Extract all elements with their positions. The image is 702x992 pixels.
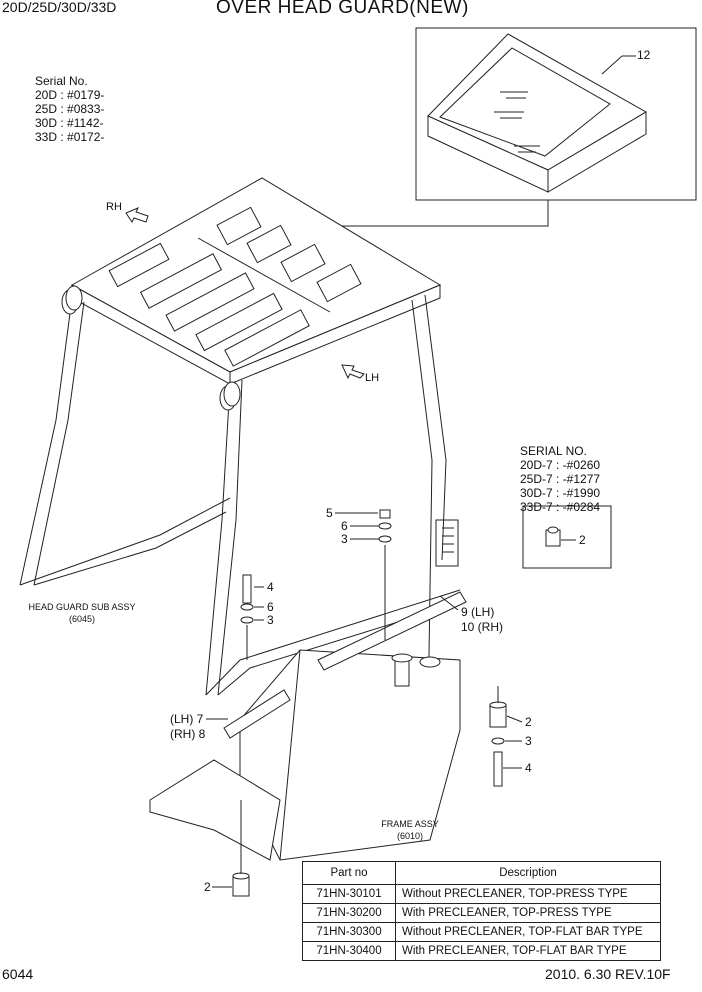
callout-4: 4 <box>267 580 274 594</box>
head-guard-frame <box>19 294 463 721</box>
lh-arrow <box>341 364 365 380</box>
description-cell: Without PRECLEANER, TOP-PRESS TYPE <box>395 884 661 904</box>
leader-lines <box>206 512 576 888</box>
serial-number-right-block: SERIAL NO. 20D-7 : -#0260 25D-7 : -#1277… <box>520 444 600 514</box>
rh-arrow <box>125 207 149 223</box>
frame-assy-drawing <box>149 649 461 861</box>
canopy-roof <box>70 177 442 385</box>
callout-6: 6 <box>267 600 274 614</box>
callout-9-lh: 9 (LH) <box>461 605 495 619</box>
work-lamps <box>61 285 241 411</box>
page-number: 6044 <box>2 966 34 982</box>
description-cell: With PRECLEANER, TOP-PRESS TYPE <box>395 903 661 923</box>
frame-assy-label: FRAME ASSY (6010) <box>370 818 450 842</box>
serial-detail-mount <box>545 526 561 547</box>
description-cell: Without PRECLEANER, TOP-FLAT BAR TYPE <box>395 922 661 942</box>
serial-top-line: 20D : #0179- <box>35 88 105 102</box>
mount-rubber-bottom <box>232 800 250 897</box>
page-title: OVER HEAD GUARD(NEW) <box>216 0 469 18</box>
table-row: 71HN-30300 Without PRECLEANER, TOP-FLAT … <box>302 922 661 942</box>
serial-right-line: 20D-7 : -#0260 <box>520 458 601 472</box>
callout-3: 3 <box>341 532 348 546</box>
rh-direction-label: RH <box>106 201 122 213</box>
table-row: 71HN-30101 Without PRECLEANER, TOP-PRESS… <box>302 884 661 904</box>
hardware-stack-upper <box>378 509 392 640</box>
bracket-7-8 <box>223 689 291 739</box>
description-cell: With PRECLEANER, TOP-FLAT BAR TYPE <box>395 941 661 961</box>
mount-rubber-right <box>489 686 507 787</box>
head-guard-assy-name: HEAD GUARD SUB ASSY <box>28 602 136 612</box>
serial-detail-box <box>522 505 612 569</box>
column-header-description: Description <box>395 861 661 885</box>
head-guard-assy-code: (6045) <box>68 614 95 624</box>
part-number-cell: 71HN-30101 <box>302 884 396 904</box>
frame-assy-code: (6010) <box>396 831 423 841</box>
callout-8-rh: (RH) 8 <box>170 727 206 741</box>
callout-2: 2 <box>204 880 211 894</box>
part-number-cell: 71HN-30200 <box>302 903 396 923</box>
serial-right-line: 25D-7 : -#1277 <box>520 472 601 486</box>
table-row: 71HN-30200 With PRECLEANER, TOP-PRESS TY… <box>302 903 661 923</box>
callout-3: 3 <box>525 734 532 748</box>
precleaner-pad-drawing <box>427 33 647 193</box>
table-header-row: Part no Description <box>302 861 661 885</box>
head-guard-assy-label: HEAD GUARD SUB ASSY (6045) <box>22 601 142 625</box>
callout-4: 4 <box>525 761 532 775</box>
hardware-stack-left <box>240 574 254 660</box>
serial-right-line: 30D-7 : -#1990 <box>520 486 601 500</box>
serial-top-line: 33D : #0172- <box>35 130 105 144</box>
frame-assy-name: FRAME ASSY <box>381 819 439 829</box>
callout-5: 5 <box>326 506 333 520</box>
callout-7-lh: (LH) 7 <box>170 712 204 726</box>
table-row: 71HN-30400 With PRECLEANER, TOP-FLAT BAR… <box>302 941 661 961</box>
callout-2: 2 <box>579 533 586 547</box>
bracket-9-10 <box>317 591 467 671</box>
serial-right-label: SERIAL NO. <box>520 444 587 458</box>
lh-direction-label: LH <box>365 372 380 384</box>
part-number-cell: 71HN-30300 <box>302 922 396 942</box>
part-number-cell: 71HN-30400 <box>302 941 396 961</box>
serial-top-line: 25D : #0833- <box>35 102 105 116</box>
serial-top-line: 30D : #1142- <box>35 116 104 130</box>
callout-2: 2 <box>525 715 532 729</box>
serial-number-top-block: Serial No. 20D : #0179- 25D : #0833- 30D… <box>35 74 104 144</box>
column-header-part-no: Part no <box>302 861 396 885</box>
date-revision: 2010. 6.30 REV.10F <box>545 966 671 982</box>
serial-top-label: Serial No. <box>35 74 88 88</box>
parts-table: Part no Description 71HN-30101 Without P… <box>302 861 661 961</box>
callout-10-rh: 10 (RH) <box>461 620 504 634</box>
model-list: 20D/25D/30D/33D <box>2 0 117 15</box>
callout-6: 6 <box>341 519 348 533</box>
serial-right-line: 33D-7 : -#0284 <box>520 500 601 514</box>
callout-12: 12 <box>637 48 651 62</box>
detail-box-precleaner-pad <box>415 27 697 201</box>
callout-3: 3 <box>267 613 274 627</box>
